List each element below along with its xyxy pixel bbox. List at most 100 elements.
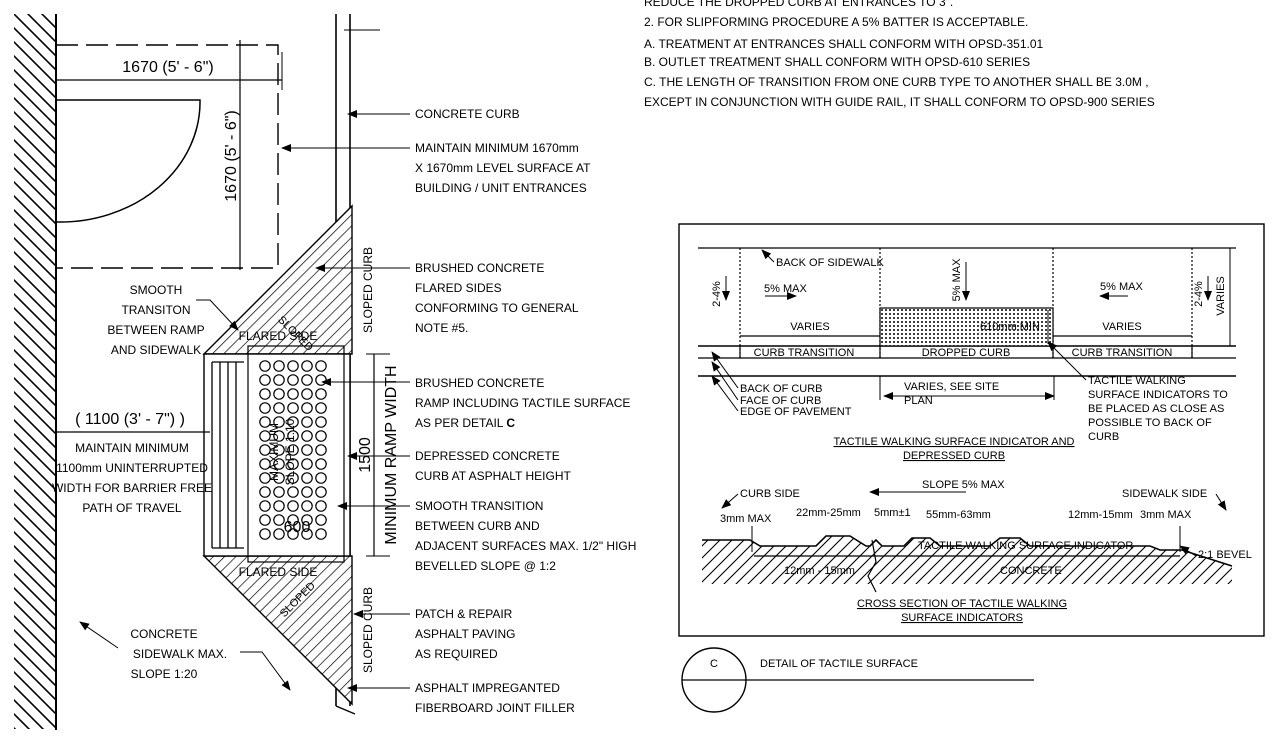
cross-section-leaders xyxy=(721,488,1227,557)
level-landing xyxy=(56,44,279,269)
tactile-dome xyxy=(273,374,285,386)
tactile-dome xyxy=(259,444,271,456)
svg-text:BE PLACED AS CLOSE AS: BE PLACED AS CLOSE AS xyxy=(1088,403,1224,415)
svg-text:SLOPE 5% MAX: SLOPE 5% MAX xyxy=(922,479,1005,491)
svg-text:2-4%: 2-4% xyxy=(1193,281,1205,307)
svg-text:55mm-63mm: 55mm-63mm xyxy=(926,509,991,521)
tactile-dome xyxy=(315,360,327,372)
callout-level-surface-3: BUILDING / UNIT ENTRANCES xyxy=(415,181,587,195)
tactile-dome xyxy=(287,402,299,414)
tactile-dome xyxy=(301,388,313,400)
tactile-dome xyxy=(259,458,271,470)
door-swing xyxy=(55,99,201,223)
tactile-dome xyxy=(273,444,285,456)
tactile-dome xyxy=(301,374,313,386)
svg-text:VARIES: VARIES xyxy=(790,321,830,333)
callout-brushed-ramp-2: RAMP INCLUDING TACTILE SURFACE xyxy=(415,396,630,410)
tactile-dome xyxy=(301,528,313,540)
callout-depressed-curb-2: CURB AT ASPHALT HEIGHT xyxy=(415,469,571,483)
svg-text:TACTILE WALKING SURFACE INDICA: TACTILE WALKING SURFACE INDICATOR xyxy=(918,540,1133,552)
svg-text:CURB TRANSITION: CURB TRANSITION xyxy=(754,347,855,359)
tactile-dome xyxy=(287,528,299,540)
smooth-transition-leader xyxy=(196,299,239,331)
tactile-dome xyxy=(315,430,327,442)
general-notes: REDUCE THE DROPPED CURB AT ENTRANCES TO … xyxy=(644,0,1155,109)
tactile-dome xyxy=(315,458,327,470)
tactile-dome xyxy=(273,458,285,470)
tactile-dome xyxy=(273,472,285,484)
detail-title-1: TACTILE WALKING SURFACE INDICATOR AND DE… xyxy=(833,436,1074,462)
tactile-dome xyxy=(301,444,313,456)
tactile-dome xyxy=(315,486,327,498)
tactile-dome xyxy=(315,528,327,540)
svg-text:5% MAX: 5% MAX xyxy=(1100,281,1143,293)
smooth-transition-note: SMOOTH TRANSITON BETWEEN RAMP AND SIDEWA… xyxy=(107,283,204,357)
svg-text:FACE OF CURB: FACE OF CURB xyxy=(740,395,821,407)
sidewalk-slope-note: CONCRETE SIDEWALK MAX. SLOPE 1:20 xyxy=(130,627,227,681)
svg-text:MAINTAIN MINIMUM: MAINTAIN MINIMUM xyxy=(75,441,189,455)
tactile-dome xyxy=(287,458,299,470)
tactile-dome xyxy=(273,430,285,442)
svg-text:12mm-15mm: 12mm-15mm xyxy=(1068,509,1133,521)
note-line-2: 2. FOR SLIPFORMING PROCEDURE A 5% BATTER… xyxy=(644,15,1028,29)
tactile-dome xyxy=(315,402,327,414)
tactile-dome xyxy=(259,374,271,386)
svg-text:2:1 BEVEL: 2:1 BEVEL xyxy=(1198,549,1252,561)
tactile-dome xyxy=(301,458,313,470)
cross-section-labels: CURB SIDE SLOPE 5% MAX SIDEWALK SIDE 3mm… xyxy=(720,479,1252,577)
tactile-dome xyxy=(287,500,299,512)
tactile-outline xyxy=(247,345,345,563)
detail-title-2: CROSS SECTION OF TACTILE WALKING SURFACE… xyxy=(857,598,1067,624)
svg-text:SMOOTH: SMOOTH xyxy=(130,283,183,297)
tactile-dome xyxy=(273,500,285,512)
svg-text:12mm - 15mm: 12mm - 15mm xyxy=(784,565,855,577)
tactile-dome xyxy=(287,514,299,526)
depressed-curb-leaders xyxy=(711,248,1231,412)
depressed-curb-plan xyxy=(698,247,1236,377)
svg-text:BACK OF CURB: BACK OF CURB xyxy=(740,383,823,395)
callout-smooth-curb-4: BEVELLED SLOPE @ 1:2 xyxy=(415,559,556,573)
tactile-dome xyxy=(273,416,285,428)
callout-smooth-curb-2: BETWEEN CURB AND xyxy=(415,519,540,533)
cross-section-fill xyxy=(702,536,1232,584)
note-line-5: C. THE LENGTH OF TRANSITION FROM ONE CUR… xyxy=(644,75,1149,89)
tactile-dome xyxy=(315,416,327,428)
tactile-dome xyxy=(301,486,313,498)
svg-text:CURB SIDE: CURB SIDE xyxy=(740,488,800,500)
tactile-dome xyxy=(301,472,313,484)
tactile-dome xyxy=(287,444,299,456)
min-path-note: MAINTAIN MINIMUM 1100mm UNINTERRUPTED WI… xyxy=(52,441,212,515)
tactile-dome xyxy=(315,374,327,386)
svg-text:SIDEWALK MAX.: SIDEWALK MAX. xyxy=(133,647,227,661)
sidewalk-slope-arrow-right xyxy=(240,651,291,691)
svg-text:22mm-25mm: 22mm-25mm xyxy=(796,507,861,519)
tactile-dome xyxy=(273,388,285,400)
svg-text:DROPPED CURB: DROPPED CURB xyxy=(922,347,1011,359)
svg-text:VARIES, SEE SITE: VARIES, SEE SITE xyxy=(904,381,999,393)
tactile-dome xyxy=(301,500,313,512)
callout-depressed-curb-1: DEPRESSED CONCRETE xyxy=(415,449,560,463)
callout-smooth-curb-3: ADJACENT SURFACES MAX. 1/2" HIGH xyxy=(415,539,636,553)
tactile-dome xyxy=(259,500,271,512)
plan-callouts: CONCRETE CURB MAINTAIN MINIMUM 1670mm X … xyxy=(281,107,636,715)
callout-brushed-ramp-3: AS PER DETAIL C xyxy=(415,416,515,430)
tactile-dome xyxy=(287,388,299,400)
svg-text:CURB TRANSITION: CURB TRANSITION xyxy=(1072,347,1173,359)
svg-text:WIDTH FOR BARRIER FREE: WIDTH FOR BARRIER FREE xyxy=(52,481,212,495)
detail-key-letter: C xyxy=(710,658,718,670)
tactile-dome xyxy=(259,472,271,484)
dim-path-text: ( 1100 (3' - 7") ) xyxy=(75,411,185,428)
callout-joint-filler-2: FIBERBOARD JOINT FILLER xyxy=(415,701,575,715)
detail-key: C DETAIL OF TACTILE SURFACE xyxy=(681,647,1034,713)
svg-text:VARIES: VARIES xyxy=(1102,321,1142,333)
tactile-dome xyxy=(315,444,327,456)
dim-600: 600 xyxy=(284,519,311,536)
svg-text:TRANSITON: TRANSITON xyxy=(121,303,190,317)
detail-key-title: DETAIL OF TACTILE SURFACE xyxy=(760,658,918,670)
svg-text:610mm MIN: 610mm MIN xyxy=(980,321,1040,333)
svg-text:CONCRETE: CONCRETE xyxy=(1000,565,1062,577)
callout-patch-repair-3: AS REQUIRED xyxy=(415,647,498,661)
svg-text:TACTILE WALKING SURFACE INDICA: TACTILE WALKING SURFACE INDICATOR AND xyxy=(833,436,1074,448)
svg-text:SIDEWALK SIDE: SIDEWALK SIDE xyxy=(1122,488,1207,500)
callout-brushed-flared-4: NOTE #5. xyxy=(415,321,468,335)
